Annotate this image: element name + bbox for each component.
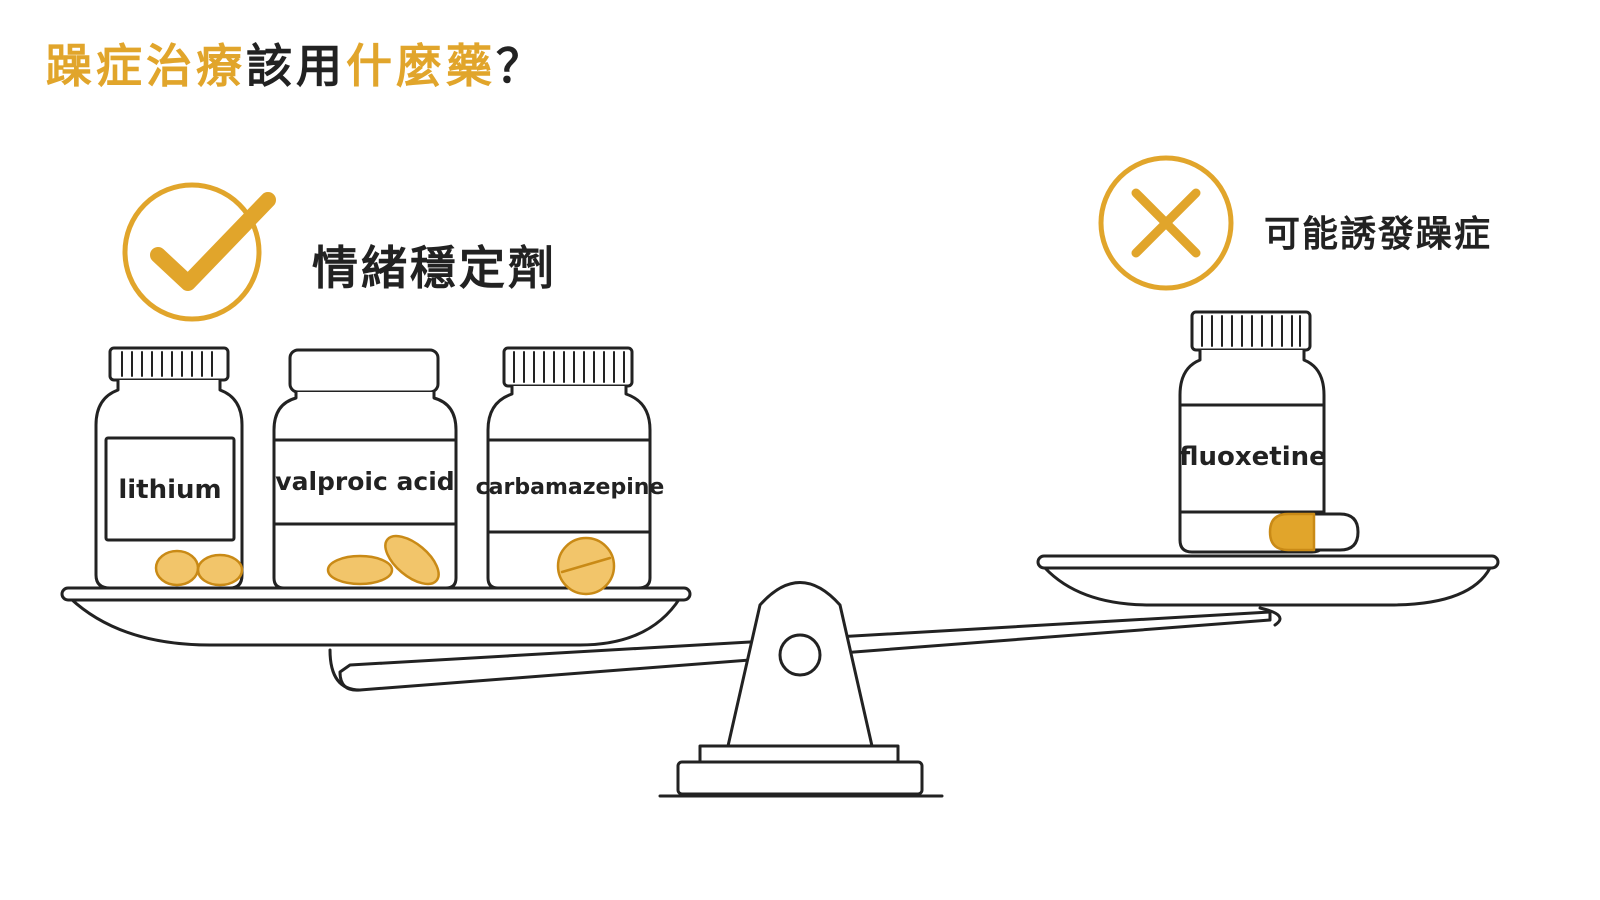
- valproic-acid-bottle: [272, 348, 458, 590]
- fluoxetine-bottle: [1178, 310, 1360, 554]
- drug-label-valproic-acid: valproic acid: [275, 467, 454, 496]
- page-title: 躁症治療該用什麼藥？: [46, 30, 546, 96]
- mood-stabilizer-label: 情緒穩定劑: [312, 241, 557, 295]
- title-segment-2: 該用: [246, 39, 346, 93]
- lithium-bottle: [94, 346, 244, 590]
- right-pan: [1036, 554, 1500, 607]
- title-segment-3: 什麼藥: [346, 39, 496, 93]
- carbamazepine-bottle: [486, 346, 652, 596]
- drug-label-carbamazepine: carbamazepine: [476, 475, 665, 500]
- scale-stand: [328, 581, 1282, 798]
- capsule: [1268, 512, 1360, 552]
- title-segment-4: ？: [496, 39, 546, 93]
- check-circle-icon: [122, 182, 276, 322]
- may-induce-mania-label: 可能誘發躁症: [1264, 214, 1493, 255]
- x-circle-icon: [1098, 155, 1234, 291]
- title-segment-1: 躁症治療: [46, 39, 246, 93]
- drug-label-lithium: lithium: [118, 475, 221, 505]
- left-pan: [60, 586, 692, 647]
- drug-label-fluoxetine: fluoxetine: [1179, 442, 1327, 472]
